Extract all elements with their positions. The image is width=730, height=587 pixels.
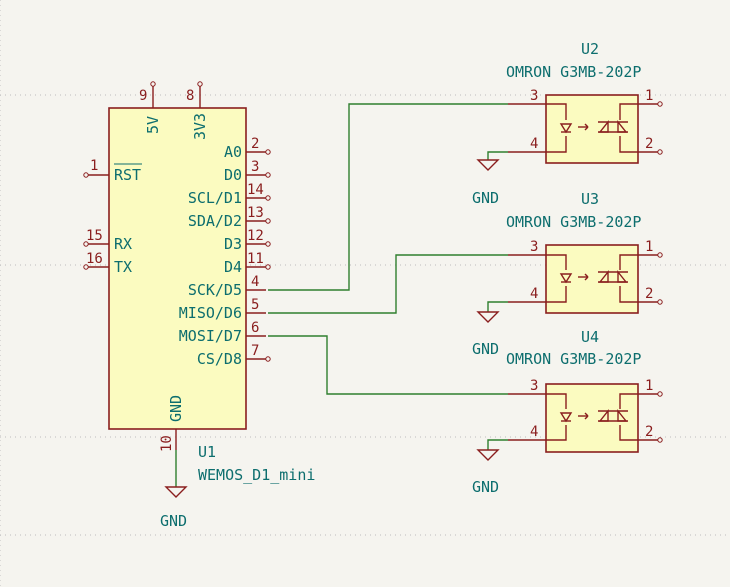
u4-value: OMRON G3MB-202P	[506, 350, 641, 368]
pin-number: 4	[530, 136, 538, 152]
pin-number: 6	[251, 320, 259, 336]
pin-number: 4	[251, 274, 259, 290]
gnd-label: GND	[472, 478, 499, 496]
pin-number: 1	[645, 88, 653, 104]
u1-pin-5v[interactable]: 9 5V	[139, 81, 162, 134]
pin-number: 1	[645, 378, 653, 394]
u1-pin-3v3[interactable]: 8 3V3	[186, 81, 209, 140]
u2-value: OMRON G3MB-202P	[506, 63, 641, 81]
pin-name: D0	[224, 166, 242, 184]
u1-pin-d4[interactable]: 11 D4	[224, 251, 271, 276]
pin-number: 5	[251, 297, 259, 313]
wires	[268, 103, 508, 450]
u1-gnd-symbol[interactable]: GND	[160, 486, 188, 530]
component-u3[interactable]: U3 OMRON G3MB-202P 3 4 1 2	[472, 190, 663, 358]
wire-d5-u2[interactable]	[268, 103, 508, 291]
pin-number: 16	[86, 251, 103, 267]
u1-reference: U1	[198, 443, 216, 461]
wire-d6-u3[interactable]	[268, 254, 508, 314]
gnd-label: GND	[472, 189, 499, 207]
u1-pin-d5[interactable]: 4 SCK/D5	[188, 274, 266, 299]
pin-number: 15	[86, 228, 103, 244]
pin-name: SCK/D5	[188, 281, 242, 299]
pin-name: GND	[167, 395, 185, 422]
pin-number: 7	[251, 343, 259, 359]
pin-number: 2	[645, 136, 653, 152]
gnd-label: GND	[472, 340, 499, 358]
wire-d7-u4[interactable]	[268, 335, 508, 395]
pin-number: 10	[159, 435, 175, 452]
u1-pin-d3[interactable]: 12 D3	[224, 228, 271, 253]
pin-number: 3	[530, 378, 538, 394]
pin-number: 3	[530, 239, 538, 255]
u1-pin-tx[interactable]: 16 TX	[83, 251, 132, 276]
u1-pin-rst[interactable]: 1 RST	[83, 158, 142, 184]
pin-number: 2	[645, 286, 653, 302]
pin-name: MOSI/D7	[179, 327, 242, 345]
component-u1[interactable]: 9 5V 8 3V3 1 RST 15 RX 16 TX	[83, 81, 316, 530]
wire-u4-gnd[interactable]	[487, 439, 508, 450]
pin-number: 4	[530, 424, 538, 440]
u1-body	[108, 107, 247, 430]
pin-number: 14	[247, 182, 264, 198]
u3-gnd-symbol[interactable]: GND	[472, 311, 500, 358]
relay-symbol-icon	[546, 393, 638, 441]
pin-name: SCL/D1	[188, 189, 242, 207]
u2-reference: U2	[581, 40, 599, 58]
pin-number: 2	[645, 424, 653, 440]
pin-name: D3	[224, 235, 242, 253]
u1-pin-d0[interactable]: 3 D0	[224, 159, 271, 184]
pin-name: SDA/D2	[188, 212, 242, 230]
gnd-label: GND	[160, 512, 187, 530]
u1-pin-rx[interactable]: 15 RX	[83, 228, 132, 253]
pin-number: 9	[139, 88, 147, 104]
u3-reference: U3	[581, 190, 599, 208]
pin-number: 3	[530, 88, 538, 104]
u1-pin-d2[interactable]: 13 SDA/D2	[188, 205, 271, 230]
pin-name: CS/D8	[197, 350, 242, 368]
u1-value: WEMOS_D1_mini	[198, 466, 315, 484]
u4-reference: U4	[581, 328, 599, 346]
u1-pin-a0[interactable]: 2 A0	[224, 136, 271, 161]
u3-value: OMRON G3MB-202P	[506, 213, 641, 231]
pin-name: TX	[114, 258, 132, 276]
relay-symbol-icon	[546, 254, 638, 303]
pin-name: 3V3	[191, 113, 209, 140]
component-u4[interactable]: U4 OMRON G3MB-202P 3 4 1 2	[472, 328, 663, 496]
wire-u2-gnd[interactable]	[487, 151, 508, 160]
pin-number: 13	[247, 205, 264, 221]
pin-name: A0	[224, 143, 242, 161]
pin-number: 3	[251, 159, 259, 175]
u4-gnd-symbol[interactable]: GND	[472, 449, 500, 496]
relay-symbol-icon	[546, 103, 638, 153]
wire-u3-gnd[interactable]	[487, 301, 508, 312]
pin-number: 4	[530, 286, 538, 302]
pin-number: 11	[247, 251, 264, 267]
pin-name: MISO/D6	[179, 304, 242, 322]
component-u2[interactable]: U2 OMRON G3MB-202P 3 4 1 2	[472, 40, 663, 207]
pin-name: D4	[224, 258, 242, 276]
pin-number: 1	[90, 158, 98, 174]
pin-number: 8	[186, 88, 194, 104]
pin-name: RX	[114, 235, 132, 253]
pin-number: 2	[251, 136, 259, 152]
pin-name: 5V	[144, 116, 162, 134]
pin-number: 12	[247, 228, 264, 244]
u1-pin-gnd[interactable]: 10 GND	[159, 395, 185, 452]
u2-gnd-symbol[interactable]: GND	[472, 159, 500, 207]
u1-pin-d1[interactable]: 14 SCL/D1	[188, 182, 271, 207]
u1-pin-d6[interactable]: 5 MISO/D6	[179, 297, 266, 322]
u1-pin-d7[interactable]: 6 MOSI/D7	[179, 320, 266, 345]
u1-pin-d8[interactable]: 7 CS/D8	[197, 343, 271, 368]
pin-name: RST	[114, 166, 141, 184]
pin-number: 1	[645, 239, 653, 255]
